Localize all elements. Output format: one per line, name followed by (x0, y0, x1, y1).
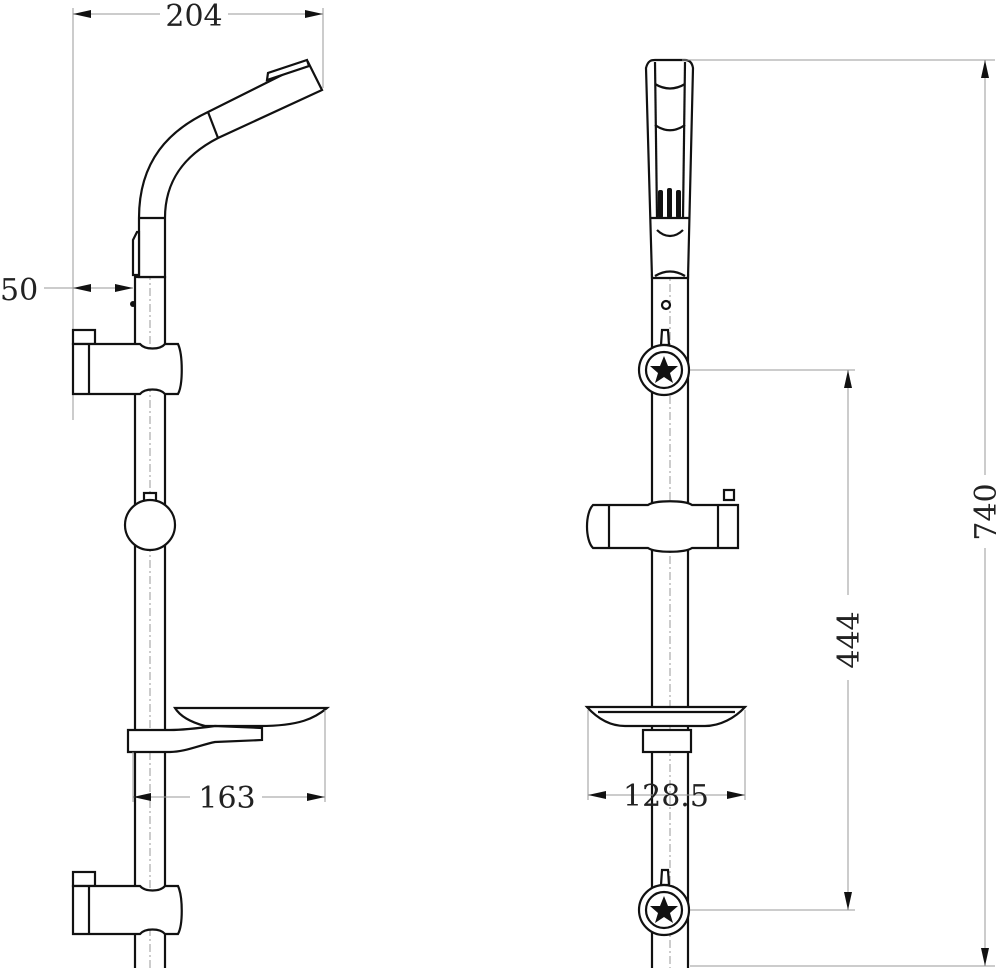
top-wheel-holder (637, 328, 691, 397)
top-holder-side (71, 328, 183, 396)
star-knob-icon (650, 896, 678, 923)
shower-head-front (644, 58, 695, 280)
shower-head-button (265, 58, 311, 82)
dimension-128-5: 128.5 (587, 710, 746, 814)
front-view: 128.5 444 740 (584, 58, 1000, 968)
soap-dish-side (126, 706, 331, 754)
dimension-50: 50 (0, 273, 133, 308)
bottom-wheel-holder (637, 868, 691, 937)
dimension-label-128-5: 128.5 (623, 779, 709, 814)
side-view: 204 50 (0, 0, 331, 968)
dimension-444: 444 (690, 369, 867, 911)
shower-head-side (137, 60, 324, 279)
bottom-holder-side (71, 870, 183, 936)
slider-holder-front (585, 488, 740, 553)
arm-clip (131, 230, 141, 277)
dimension-label-740: 740 (969, 483, 1000, 540)
slider-knob-side (123, 491, 177, 552)
dimension-740: 740 (682, 59, 1000, 967)
dimension-label-50: 50 (0, 273, 38, 308)
star-knob-icon (650, 356, 678, 383)
screw-icon (130, 301, 136, 307)
dimension-label-204: 204 (165, 0, 222, 34)
screw-icon (660, 299, 672, 311)
dimension-label-163: 163 (198, 781, 255, 816)
soap-dish-front (584, 705, 748, 754)
dimension-label-444: 444 (832, 611, 867, 668)
dimension-163: 163 (132, 710, 326, 816)
